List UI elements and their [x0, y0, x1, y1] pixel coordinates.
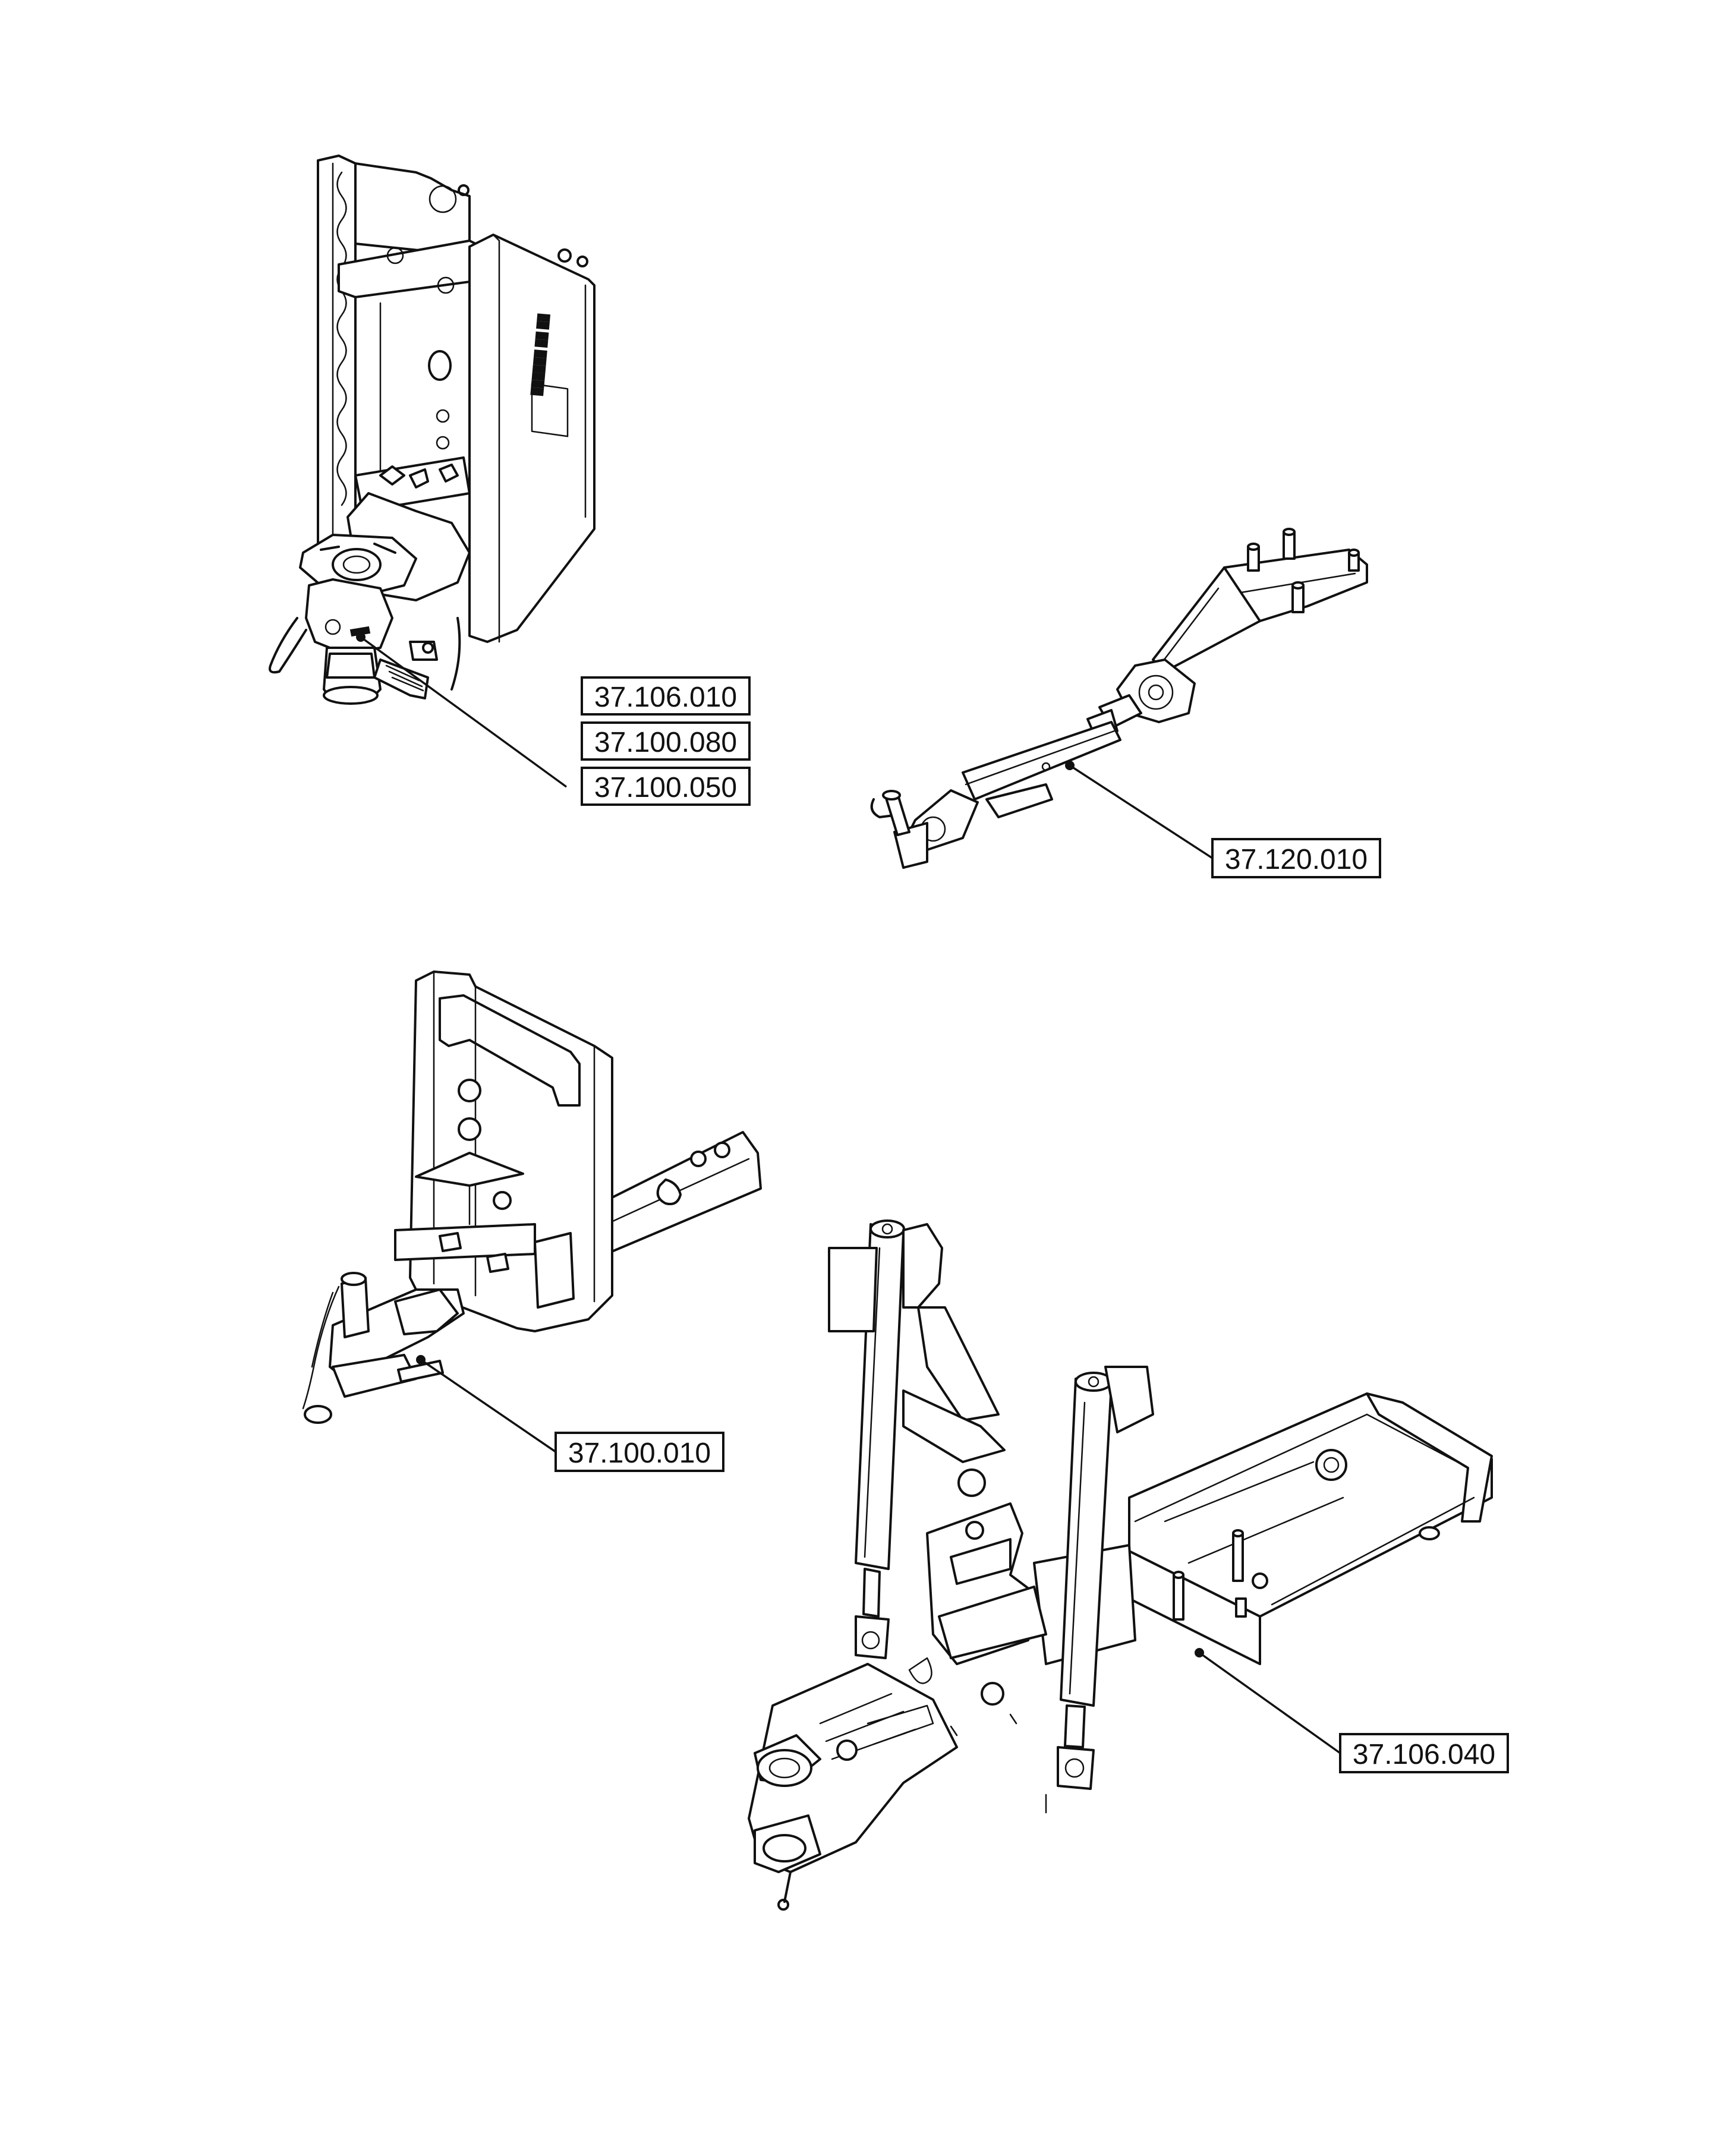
callout-37-106-010: 37.106.010: [581, 676, 751, 716]
callout-label: 37.106.010: [594, 682, 737, 713]
callout-37-100-010: 37.100.010: [554, 1432, 724, 1472]
trailer-hitch-frame-illustration: ██████ ██ ██: [269, 155, 596, 705]
callout-label: 37.106.040: [1353, 1739, 1495, 1770]
callout-37-100-050: 37.100.050: [581, 767, 751, 806]
top-link-arm-illustration: [870, 528, 1368, 869]
leader-dot-trailer-hitch: [356, 632, 366, 642]
callout-37-100-080: 37.100.080: [581, 721, 751, 761]
leader-three-point-hitch: [1198, 1652, 1341, 1754]
leader-top-link-arm: [1069, 764, 1213, 859]
leader-trailer-hitch: [360, 636, 568, 788]
callout-label: 37.100.050: [594, 772, 737, 803]
callout-label: 37.100.080: [594, 727, 737, 758]
leader-dot-top-link-arm: [1065, 761, 1075, 770]
callout-label: 37.120.010: [1225, 844, 1368, 875]
plate-studs: [1247, 528, 1360, 613]
callout-label: 37.100.010: [568, 1438, 711, 1469]
leader-dot-drawbar-bracket: [416, 1355, 426, 1364]
callout-37-120-010: 37.120.010: [1211, 838, 1381, 878]
leader-drawbar-bracket: [420, 1359, 556, 1453]
callout-37-106-040: 37.106.040: [1339, 1733, 1509, 1773]
frame-bolts: [1173, 1526, 1440, 1621]
drawbar-bracket-illustration: [302, 970, 762, 1424]
leader-lines: [356, 632, 1341, 1754]
three-point-hitch-illustration: [748, 1219, 1493, 1911]
leader-dot-three-point-hitch: [1195, 1648, 1204, 1657]
